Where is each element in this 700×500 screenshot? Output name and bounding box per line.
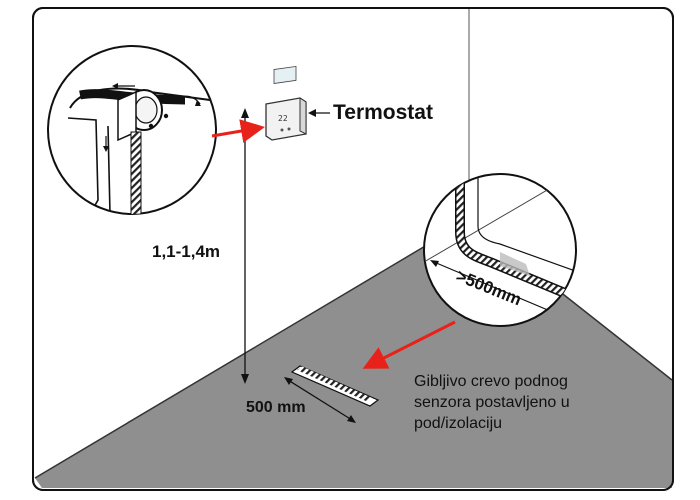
frame-border	[32, 7, 674, 491]
thermostat-icon: 22	[265, 65, 307, 141]
conduit-box-detail-icon	[47, 45, 217, 215]
sensor-length-dimension	[284, 377, 356, 423]
floor-sensor-hose	[290, 365, 380, 407]
floor-wall-edge	[34, 219, 470, 479]
height-arrow-bottom	[241, 374, 249, 384]
thermostat-label: Termostat	[333, 101, 433, 124]
sensor-length-label: 500 mm	[246, 399, 306, 416]
height-arrow-top	[241, 108, 249, 118]
sensor-description: Gibljivo crevo podnog senzora postavljen…	[414, 371, 654, 434]
thermostat-pointer-arrow	[308, 109, 330, 117]
sensor-description-line-1: Gibljivo crevo podnog	[414, 373, 568, 390]
sensor-pointer-arrow	[362, 320, 456, 369]
thermostat-display-reading: 22	[278, 114, 288, 123]
height-dimension	[241, 108, 249, 384]
mounting-height-label: 1,1-1,4m	[152, 242, 221, 261]
sensor-description-line-3: pod/izolaciju	[414, 415, 503, 432]
sensor-description-line-2: senzora postavljeno u	[414, 394, 570, 411]
detail-pointer-arrow	[211, 119, 265, 143]
